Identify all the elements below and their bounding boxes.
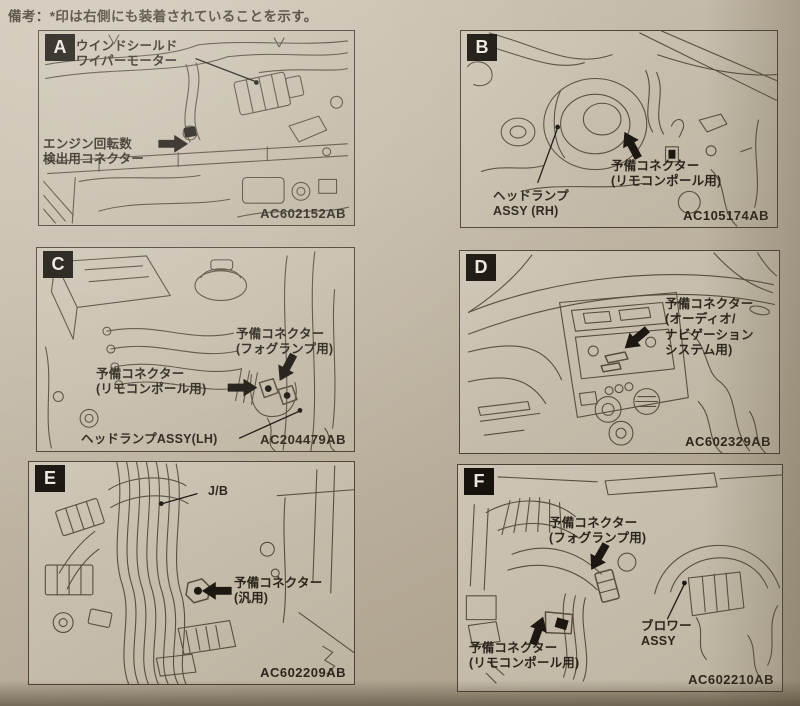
arrow-icon (201, 581, 232, 600)
figure-code: AC204479AB (260, 432, 346, 447)
leader-dot (297, 408, 303, 413)
connector-mark (283, 392, 291, 399)
callout-spare-connector-audio-navigation: 予備コネクター (オーディオ/ ナビゲーション システム用) (665, 297, 754, 357)
connector-mark (554, 617, 569, 631)
connector-mark (193, 586, 202, 595)
figure-code: AC602210AB (688, 672, 774, 687)
connector-mark (668, 149, 676, 159)
connector-mark (183, 126, 197, 138)
leader-dot (682, 580, 687, 586)
figure-code: AC602329AB (685, 434, 771, 449)
figure-panel-c: C 予備コネクター (フォグランプ用) 予備コネクター (リモコンポール用) ヘ… (36, 247, 355, 452)
leader-dot (158, 501, 164, 507)
figure-panel-e: E J/B 予備コネクター (汎用) AC602209AB (28, 461, 355, 685)
callout-spare-connector-remote-pole: 予備コネクター (リモコンポール用) (96, 367, 207, 397)
leader-dot (254, 80, 259, 85)
arrow-icon (158, 134, 189, 153)
figure-panel-d: D 予備コネクター (オーディオ/ ナビゲーション システム用) AC60232… (459, 250, 780, 454)
panel-letter: C (43, 251, 73, 278)
figure-panel-b: B 予備コネクター (リモコンポール用) ヘッドランプ ASSY (RH) AC… (460, 30, 778, 228)
figure-panel-a: A ウインドシールド ワイパーモーター エンジン回転数 検出用コネクター AC6… (38, 30, 355, 226)
leader-dot (555, 124, 561, 130)
callout-headlamp-assy-rh: ヘッドランプ ASSY (RH) (493, 189, 569, 219)
callout-junction-block: J/B (208, 484, 229, 498)
figure-code: AC602152AB (260, 206, 346, 221)
panel-letter: D (466, 254, 496, 281)
leader-line (195, 58, 257, 83)
figure-code: AC105174AB (683, 208, 769, 223)
panel-letter: B (467, 34, 497, 61)
callout-headlamp-assy-lh: ヘッドランプASSY(LH) (81, 432, 218, 446)
leader-line (666, 583, 686, 620)
connector-mark (264, 385, 272, 392)
callout-windshield-wiper-motor: ウインドシールド ワイパーモーター (76, 39, 178, 69)
panel-letter: E (35, 465, 65, 492)
remarks-note: 備考：*印は右側にも装着されていることを示す。 (8, 9, 318, 24)
callout-spare-connector-remote-pole: 予備コネクター (リモコンポール用) (611, 159, 722, 189)
callout-spare-connector-fog-lamp: 予備コネクター (フォグランプ用) (549, 516, 647, 546)
callout-blower-assy: ブロワー ASSY (641, 619, 692, 649)
panel-letter: A (45, 34, 75, 61)
figure-code: AC602209AB (260, 665, 346, 680)
panel-letter: F (464, 468, 494, 495)
panel-e-line-art (44, 462, 354, 684)
callout-spare-connector-fog-lamp: 予備コネクター (フォグランプ用) (236, 327, 334, 357)
leader-line (537, 127, 559, 184)
callout-spare-connector-general: 予備コネクター (汎用) (234, 576, 323, 606)
figure-panel-f: F 予備コネクター (フォグランプ用) 予備コネクター (リモコンポール用) ブ… (457, 464, 783, 692)
callout-spare-connector-remote-pole: 予備コネクター (リモコンポール用) (469, 641, 580, 671)
callout-engine-speed-connector: エンジン回転数 検出用コネクター (43, 137, 145, 167)
